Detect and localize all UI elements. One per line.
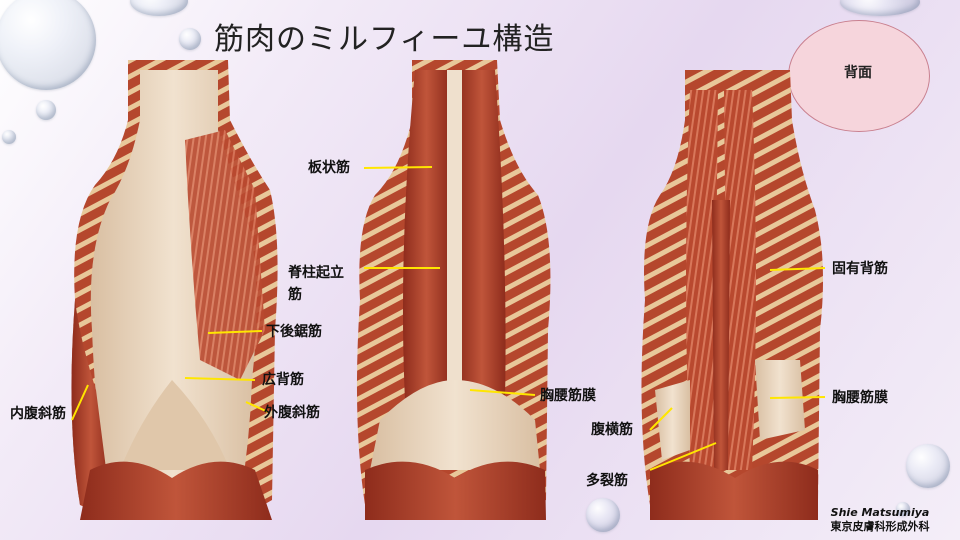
view-badge-label: 背面 — [844, 65, 872, 81]
torso-middle — [356, 60, 551, 520]
credit-organization: 東京皮膚科形成外科 — [830, 520, 930, 533]
droplet-decoration — [586, 498, 620, 532]
label-erector-spinae-line2: 筋 — [288, 287, 302, 303]
droplet-decoration — [906, 444, 950, 488]
label-internal-oblique: 内腹斜筋 — [10, 406, 66, 422]
credit-block: Shie Matsumiya 東京皮膚科形成外科 — [800, 506, 960, 534]
label-thoracolumbar-fascia-right: 胸腰筋膜 — [832, 390, 888, 406]
label-splenius: 板状筋 — [308, 160, 350, 176]
torso-superficial — [71, 60, 278, 520]
droplet-decoration — [840, 0, 920, 16]
label-transversus-abdominis: 腹横筋 — [591, 422, 633, 438]
label-erector-spinae-line1: 脊柱起立 — [288, 265, 344, 281]
label-latissimus-lower-serratus: 下後鋸筋 — [266, 324, 322, 340]
torso-deep — [641, 70, 824, 520]
label-thoracolumbar-fascia-center: 胸腰筋膜 — [540, 388, 596, 404]
droplet-decoration — [0, 0, 96, 90]
view-badge-oval — [788, 20, 930, 132]
label-intrinsic-back-muscles: 固有背筋 — [832, 261, 888, 277]
droplet-decoration — [130, 0, 188, 16]
slide-title: 筋肉のミルフィーユ構造 — [214, 22, 555, 57]
label-latissimus-dorsi: 広背筋 — [262, 372, 304, 388]
leader-lines — [71, 166, 826, 471]
credit-name: Shie Matsumiya — [830, 506, 930, 519]
droplet-decoration — [36, 100, 56, 120]
label-multifidus: 多裂筋 — [586, 473, 628, 489]
droplet-decoration — [179, 28, 201, 50]
droplet-decoration — [896, 502, 910, 516]
droplet-decoration — [2, 130, 16, 144]
label-external-oblique: 外腹斜筋 — [264, 405, 320, 421]
